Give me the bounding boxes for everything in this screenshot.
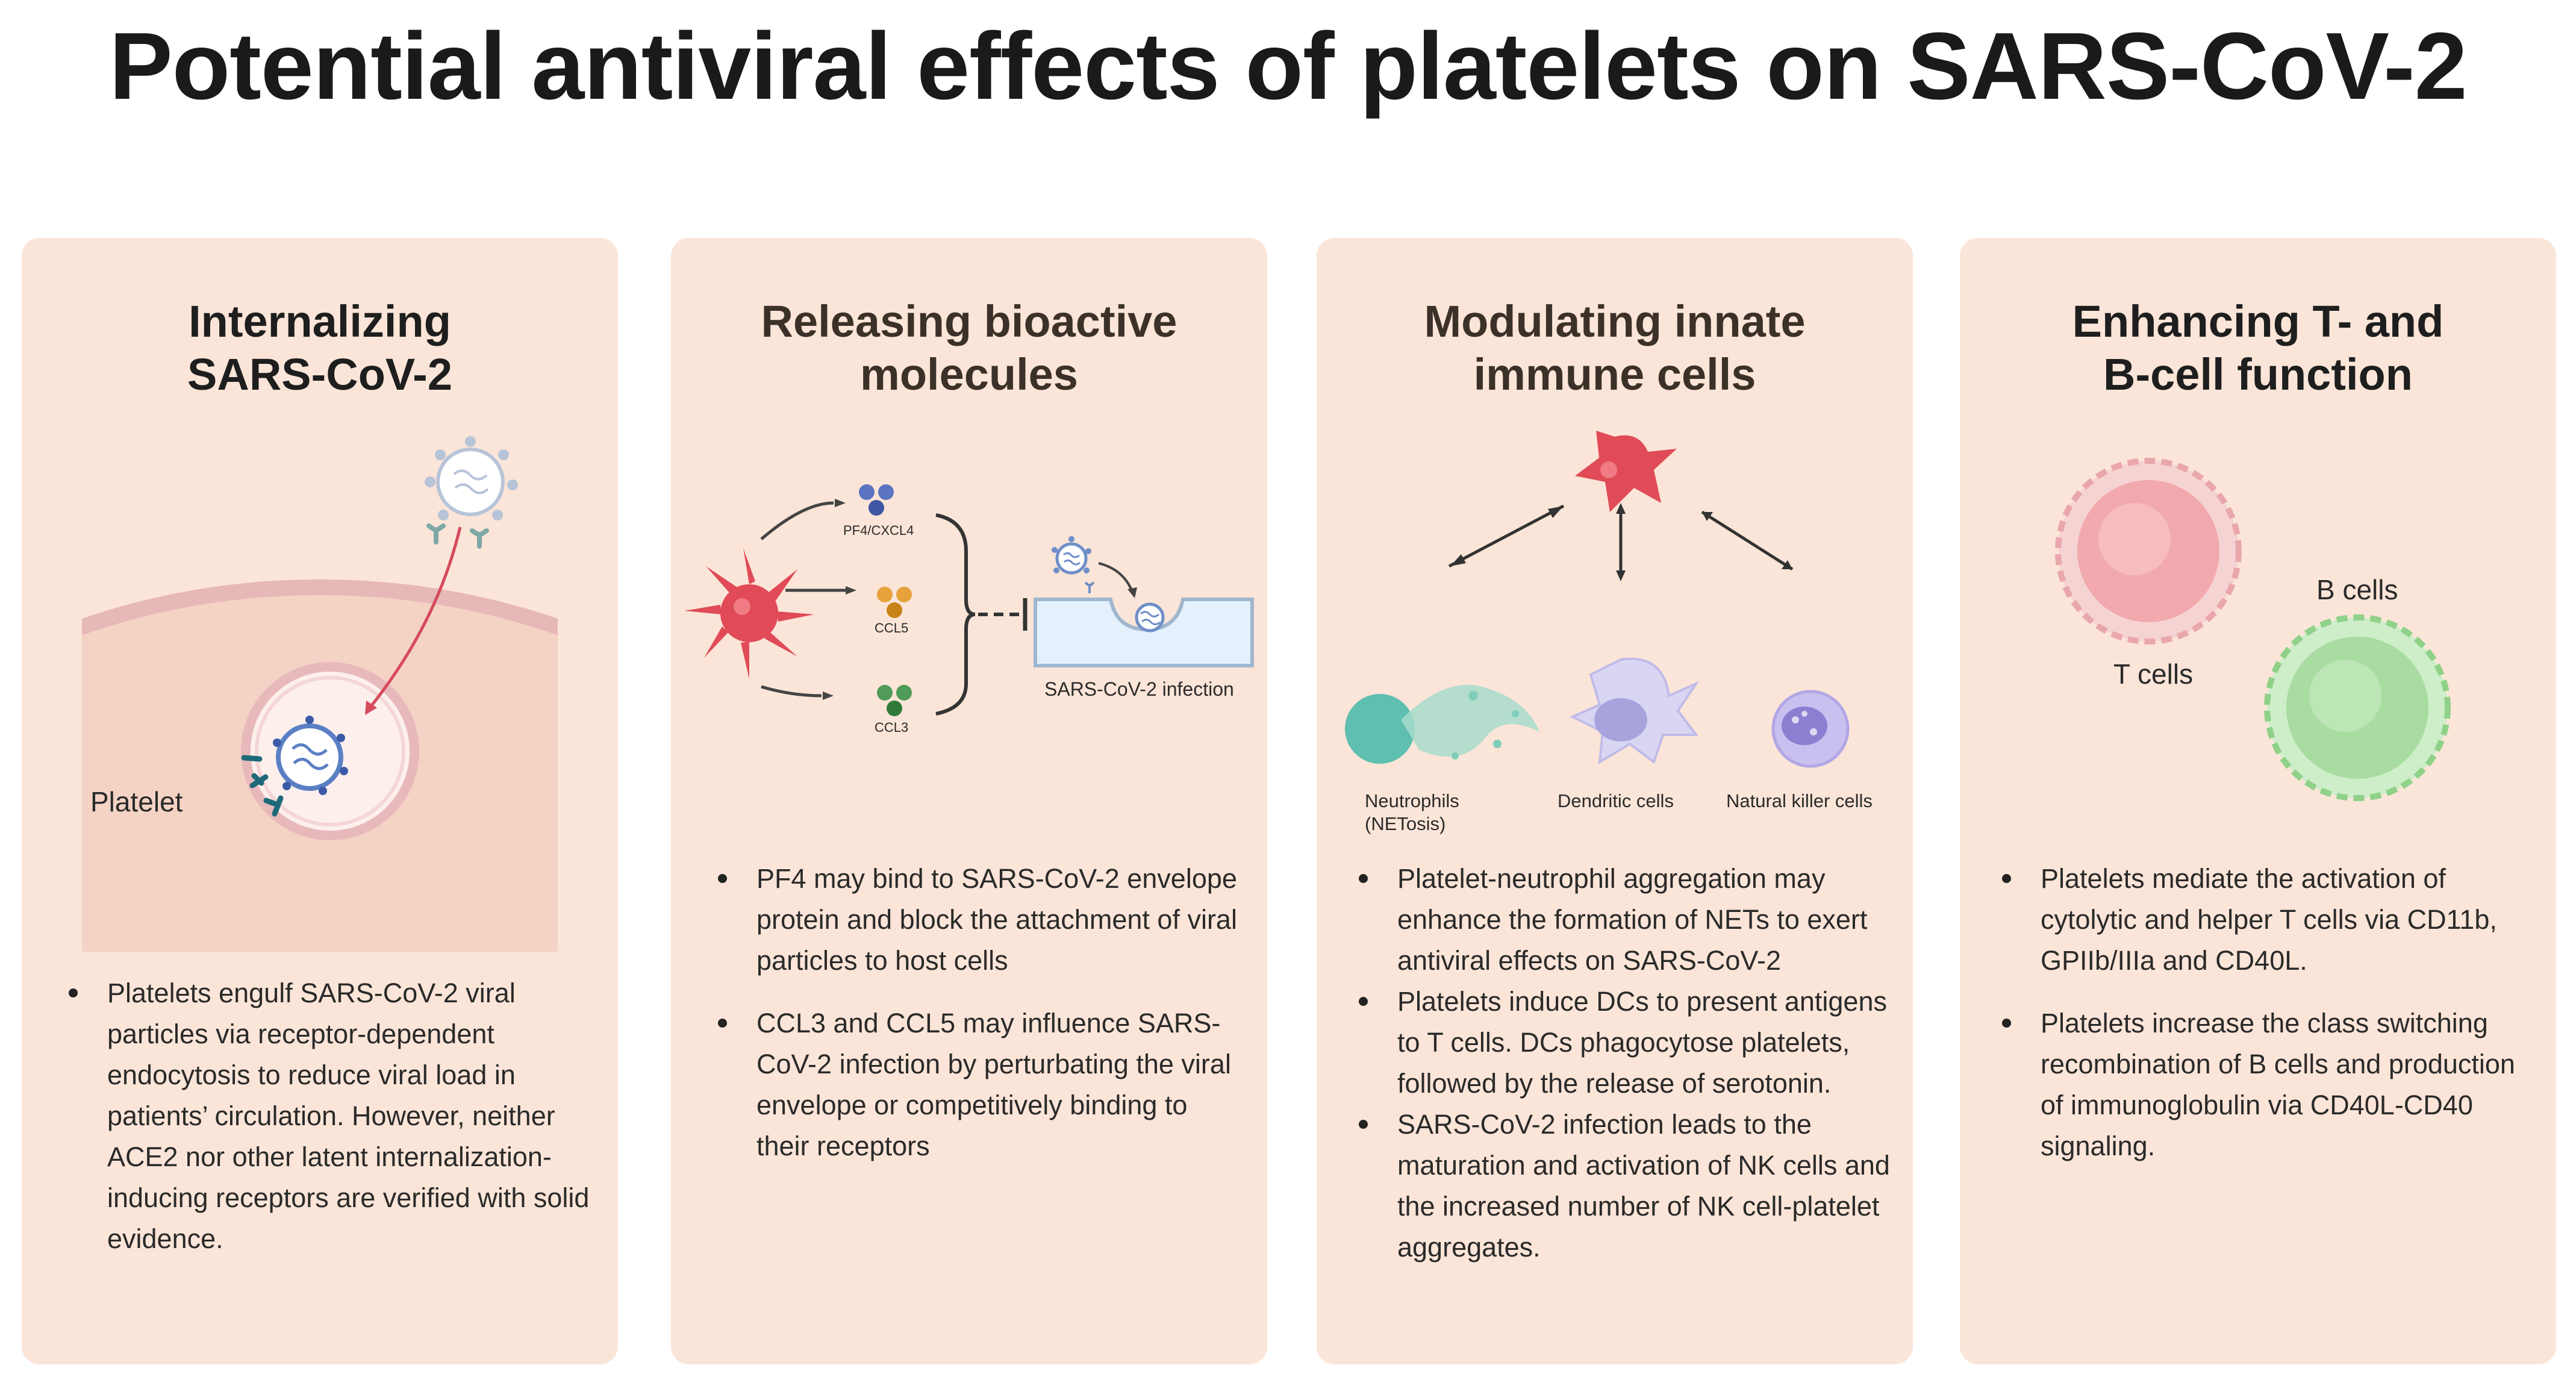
panel-title: Internalizing SARS-CoV-2: [187, 296, 452, 399]
bullet-item: Platelets increase the class switching r…: [1997, 1003, 2533, 1167]
b-cells-label: B cells: [2316, 574, 2398, 605]
panel-internalizing: Internalizing SARS-CoV-2: [22, 238, 618, 1364]
netosis-label: (NETosis): [1365, 813, 1445, 834]
t-cells-label: T cells: [2113, 658, 2193, 690]
platelet-icon: [1575, 431, 1677, 512]
pf4-molecule-icon: [859, 484, 894, 516]
ccl3-label: CCL3: [875, 720, 908, 735]
panel-releasing: Releasing bioactive molecules PF4/CXCL4 …: [671, 238, 1267, 1364]
arrow-nk: [1701, 510, 1794, 571]
infection-label: SARS-CoV-2 infection: [1044, 678, 1234, 700]
virus-approach-arrow: [1098, 562, 1133, 591]
panel-title: Modulating innate immune cells: [1424, 296, 1806, 399]
internalized-virus-icon: [241, 716, 348, 817]
ccl5-molecule-icon: [877, 587, 912, 618]
internalization-arrow: [369, 526, 462, 709]
platelet-icon: [684, 548, 814, 679]
neutrophil-icon: [1345, 684, 1539, 764]
t-cell-icon: [2055, 458, 2242, 645]
innate-immune-illustration: Neutrophils (NETosis) Dendritic cells Na…: [1345, 431, 1873, 834]
bullet-list: Platelets mediate the activation of cyto…: [1997, 858, 2533, 1167]
neutrophils-label: Neutrophils: [1365, 790, 1459, 811]
page-title: Potential antiviral effects of platelets…: [109, 13, 2467, 119]
arrow-neutrophil: [1448, 504, 1565, 568]
molecule-bracket: [935, 513, 976, 716]
arrow-to-pf4: [760, 501, 834, 540]
panel-title: Enhancing T- and B-cell function: [2072, 296, 2444, 399]
ccl5-label: CCL5: [875, 620, 908, 635]
bullet-item: PF4 may bind to SARS-CoV-2 envelope prot…: [713, 858, 1243, 981]
dendritic-label: Dendritic cells: [1558, 790, 1674, 811]
bullet-list: PF4 may bind to SARS-CoV-2 envelope prot…: [713, 858, 1243, 1167]
panel-enhancing: Enhancing T- and B-cell function B cells…: [1960, 238, 2556, 1364]
bioactive-molecules-illustration: PF4/CXCL4 CCL5 CCL3 SARS-CoV-2 infection: [684, 484, 1254, 735]
panel-title: Releasing bioactive molecules: [761, 296, 1177, 399]
ccl3-molecule-icon: [877, 685, 912, 716]
virus-icon: [1052, 536, 1091, 575]
bullet-list: Platelet-neutrophil aggregation may enha…: [1354, 858, 1890, 1268]
arrow-to-ccl3: [761, 685, 822, 698]
lymphocyte-illustration: B cells T cells: [2055, 458, 2451, 801]
dendritic-cell-icon: [1570, 657, 1700, 764]
nk-label: Natural killer cells: [1726, 790, 1873, 811]
b-cell-icon: [2264, 614, 2451, 801]
panel-modulating: Modulating innate immune cells: [1317, 238, 1913, 1364]
host-membrane-icon: [1034, 581, 1254, 667]
pf4-label: PF4/CXCL4: [843, 523, 914, 538]
internalization-illustration: Platelet: [82, 436, 558, 952]
receptor-icon: [426, 523, 489, 549]
platelet-label: Platelet: [90, 786, 183, 817]
bullet-item: Platelet-neutrophil aggregation may enha…: [1354, 858, 1890, 981]
bullet-item: Platelets engulf SARS-CoV-2 viral partic…: [64, 973, 594, 1260]
bullet-item: Platelets mediate the activation of cyto…: [1997, 858, 2533, 981]
virus-icon: [425, 436, 518, 520]
bullet-list: Platelets engulf SARS-CoV-2 viral partic…: [64, 973, 594, 1260]
bullet-item: Platelets induce DCs to present antigens…: [1354, 981, 1890, 1104]
nk-cell-icon: [1771, 690, 1850, 768]
bullet-item: CCL3 and CCL5 may influence SARS-CoV-2 i…: [713, 1003, 1243, 1167]
bullet-item: SARS-CoV-2 infection leads to the matura…: [1354, 1104, 1890, 1268]
